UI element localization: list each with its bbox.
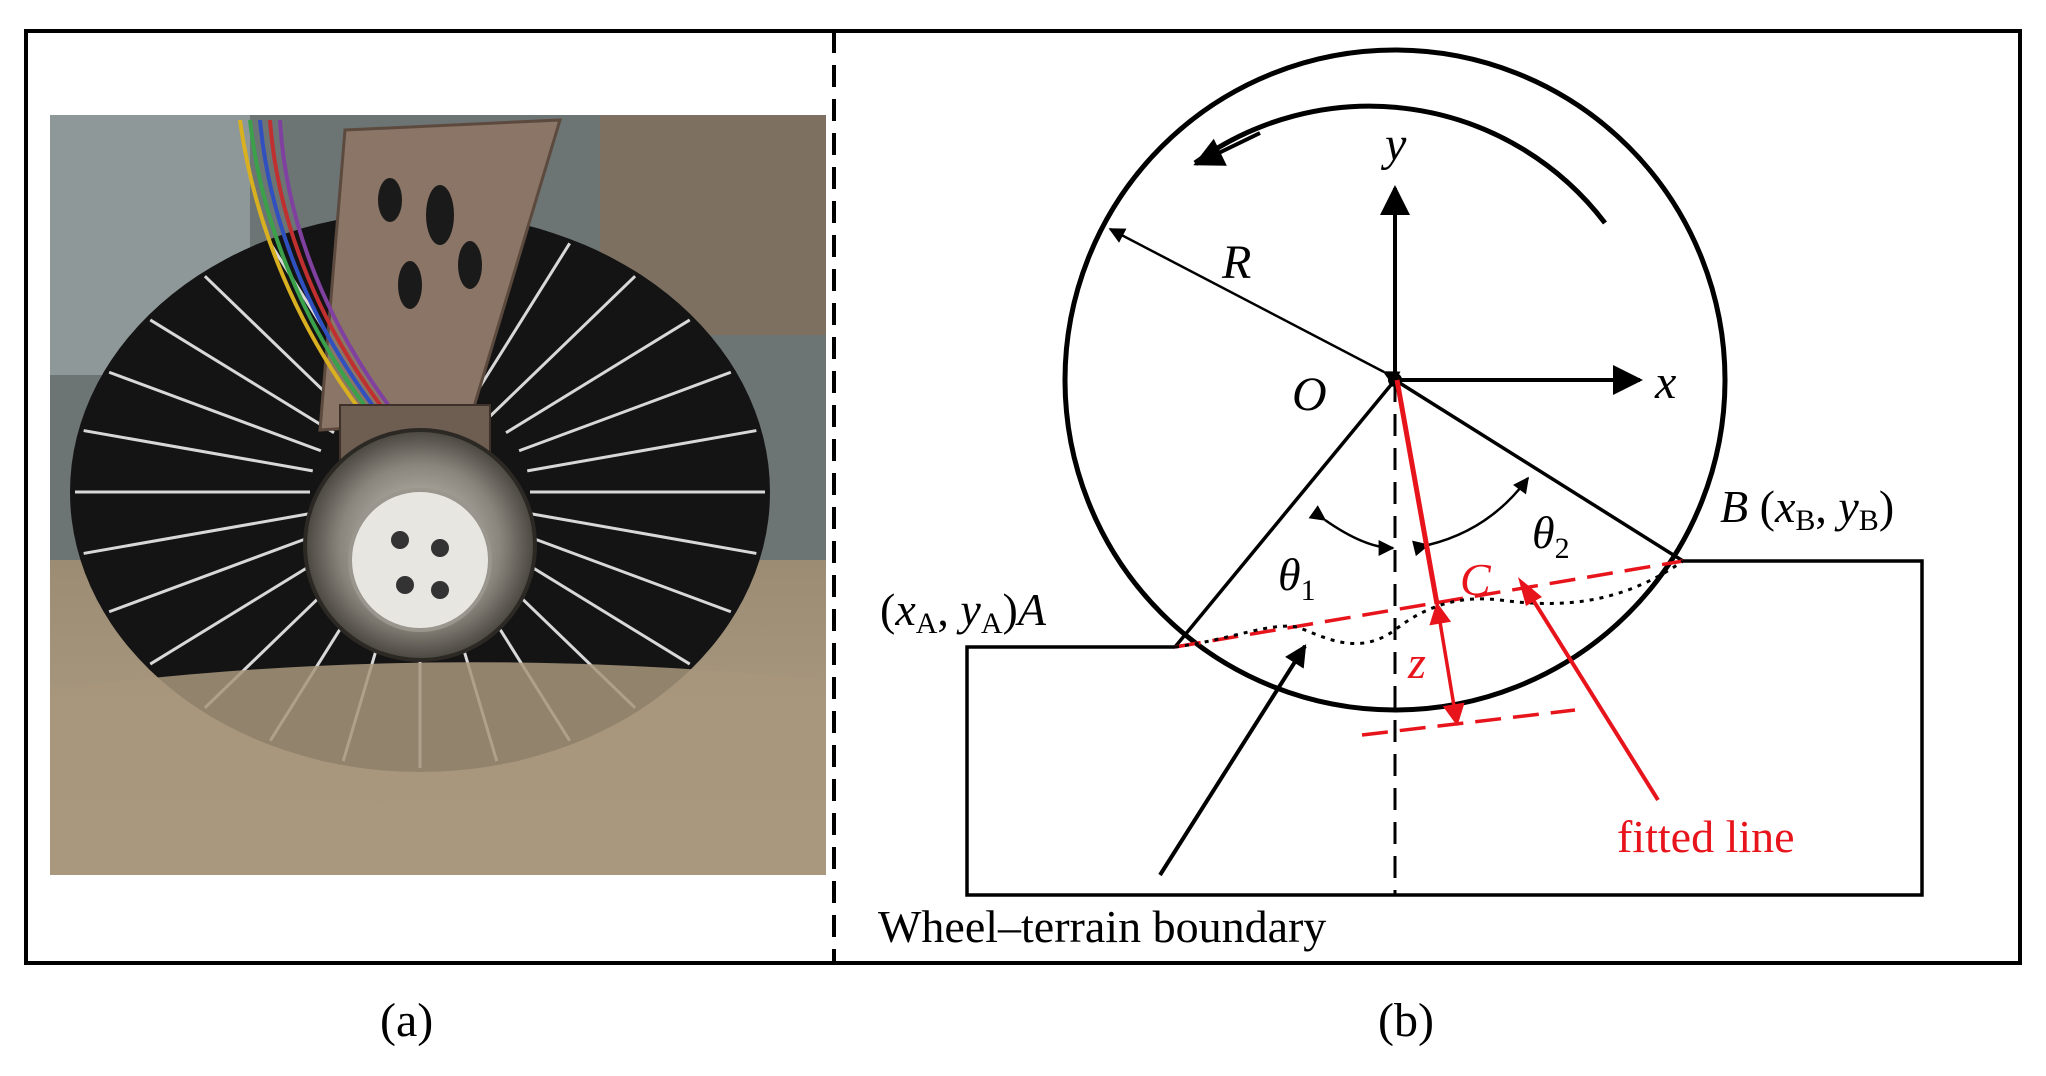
spoke bbox=[108, 370, 322, 453]
spoke bbox=[518, 531, 732, 614]
spoke bbox=[466, 242, 571, 408]
fitted-chord-line bbox=[1174, 559, 1684, 649]
wheel-circle bbox=[1062, 47, 1728, 713]
boundary-curve bbox=[1174, 559, 1684, 649]
point-B-coordinates: B (xB, yB) bbox=[1720, 481, 1894, 537]
depth-label: z bbox=[1407, 637, 1426, 688]
spoke bbox=[505, 318, 691, 435]
boundary-label: Wheel–terrain boundary bbox=[878, 901, 1326, 952]
rotation-arc bbox=[1193, 103, 1607, 225]
radius-line bbox=[1108, 227, 1401, 386]
spoke bbox=[83, 429, 314, 473]
theta2-arc bbox=[1412, 476, 1530, 557]
spoke bbox=[149, 549, 335, 666]
line-to-A bbox=[1173, 378, 1397, 649]
fitted-line-label: fitted line bbox=[1617, 811, 1795, 862]
theta1-label: θ1 bbox=[1278, 549, 1316, 607]
panel-b-caption: (b) bbox=[1378, 994, 1434, 1047]
x-axis-label: x bbox=[1654, 356, 1676, 409]
line-to-B bbox=[1394, 378, 1684, 563]
spoke bbox=[83, 511, 314, 555]
spoke bbox=[526, 429, 757, 473]
figure-frame bbox=[24, 29, 2022, 965]
point-A-coordinates: (xA, yA)A bbox=[880, 584, 1047, 640]
point-C-label: C bbox=[1460, 554, 1492, 605]
wheel-photo bbox=[50, 115, 826, 875]
origin-label: O bbox=[1292, 368, 1327, 421]
spoke bbox=[487, 275, 637, 419]
spoke bbox=[518, 370, 732, 453]
spoke bbox=[149, 318, 335, 435]
boundary-pointer bbox=[1158, 644, 1307, 877]
wheel-schematic bbox=[965, 47, 1924, 897]
spoke bbox=[526, 511, 757, 555]
fitted-line-pointer-head bbox=[1518, 577, 1542, 606]
rotation-arrow bbox=[1193, 131, 1261, 166]
terrain-block bbox=[965, 559, 1924, 897]
theta1-arc bbox=[1308, 505, 1395, 556]
theta2-label: θ2 bbox=[1532, 507, 1570, 565]
fitted-line-pointer bbox=[1528, 593, 1660, 802]
radius-label: R bbox=[1221, 236, 1251, 289]
depth-arrow bbox=[1429, 601, 1465, 727]
y-axis-label: y bbox=[1380, 118, 1407, 171]
spoke bbox=[108, 531, 322, 614]
red-line-O-C bbox=[1394, 379, 1440, 605]
panel-a-caption: (a) bbox=[380, 994, 433, 1047]
spoke bbox=[505, 549, 691, 666]
